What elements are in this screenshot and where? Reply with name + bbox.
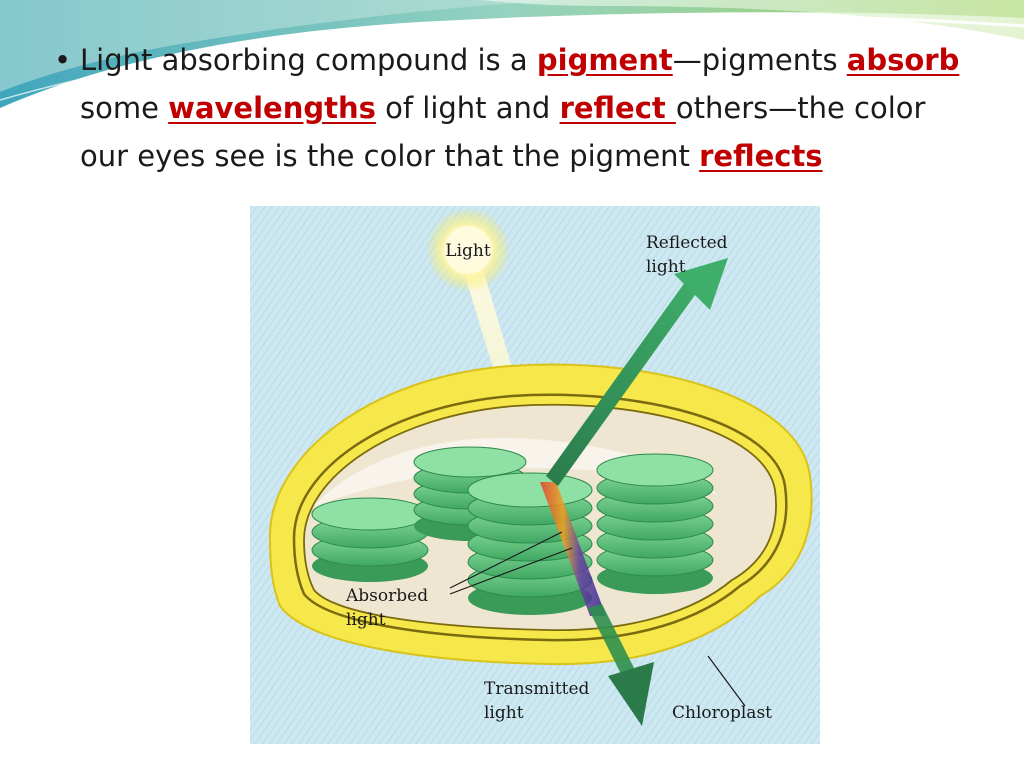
label-absorbed-line2: light (346, 610, 386, 630)
text-segment: some (80, 91, 169, 125)
reflected-light-arrow (546, 258, 728, 486)
text-segment: of light and (375, 91, 560, 125)
text-segment: Light absorbing compound is a (80, 43, 537, 77)
absorbed-leader-line-2 (449, 547, 573, 595)
text-segment: —pigments (672, 43, 847, 77)
label-absorbed-line1: Absorbed (345, 586, 428, 606)
absorbed-leader-line-1 (449, 531, 563, 589)
keyword-pigment: pigment (536, 43, 673, 77)
transmitted-light-arrow (588, 604, 654, 726)
granum-stack-right (596, 453, 714, 594)
keyword-absorb: absorb (846, 43, 960, 77)
label-reflected-line2: light (646, 257, 686, 277)
bullet-marker: • (54, 43, 72, 77)
label-chloroplast: Chloroplast (672, 703, 772, 723)
chloroplast-leader-line (707, 655, 746, 707)
keyword-reflects: reflects (699, 139, 823, 173)
keyword-wavelengths: wavelengths (168, 91, 376, 125)
text-segment: others—the color our eyes see is the col… (80, 91, 926, 173)
label-light: Light (445, 241, 491, 261)
absorbed-spectrum-band (540, 482, 606, 616)
stroma-highlight (314, 437, 720, 506)
header-wave-decoration (0, 0, 1024, 114)
bullet-text-block: • Light absorbing compound is a pigment—… (54, 36, 974, 180)
chloroplast-diagram: Light (250, 206, 820, 744)
label-transmitted-line2: light (484, 703, 524, 723)
label-transmitted-line1: Transmitted (484, 679, 590, 699)
granum-stack-left (311, 497, 429, 582)
light-source-core (444, 226, 492, 274)
granum-stack-front-center (467, 472, 593, 615)
bullet-text: Light absorbing compound is a pigment—pi… (80, 36, 974, 180)
label-reflected-line1: Reflected (646, 233, 728, 253)
keyword-reflect: reflect (559, 91, 676, 125)
chloroplast-inner-membrane (292, 393, 788, 642)
